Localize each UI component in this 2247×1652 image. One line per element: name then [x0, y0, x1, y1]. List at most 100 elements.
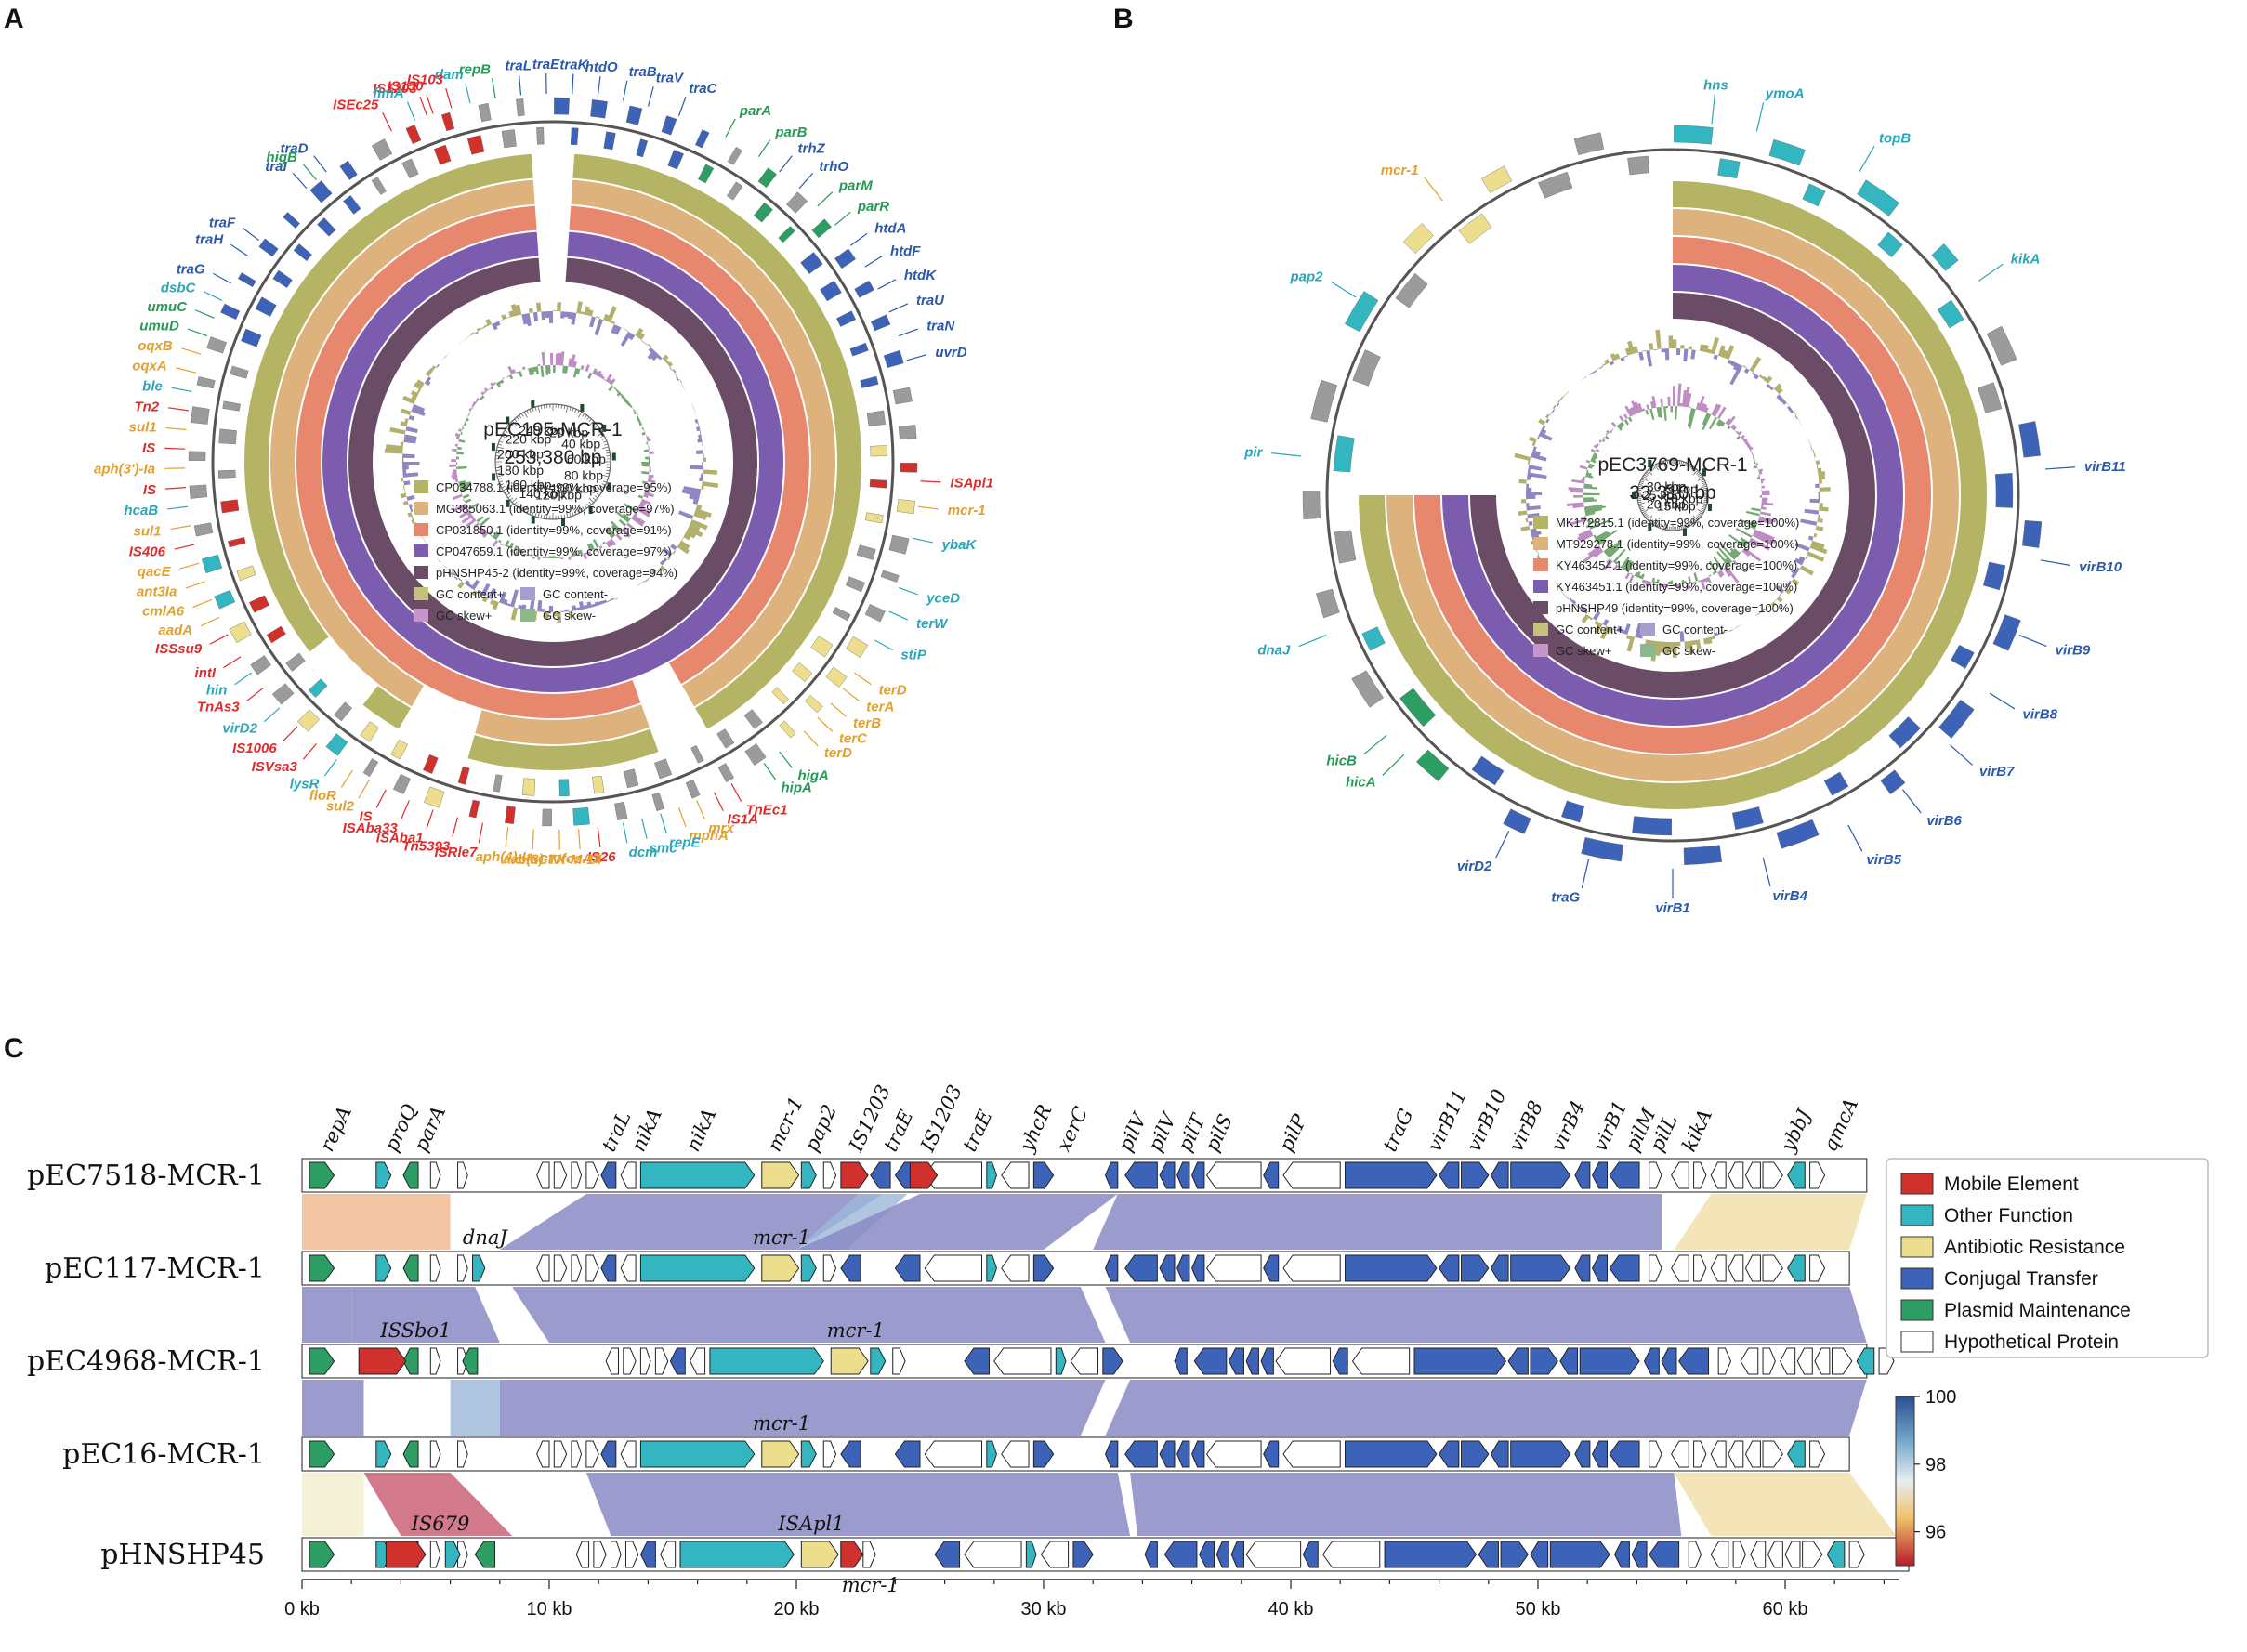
gene-label: dam	[435, 67, 464, 83]
gene-leader-line	[725, 118, 736, 138]
gene-label: ymoA	[1765, 85, 1805, 101]
gene-arrow	[1732, 1541, 1746, 1568]
gene-leader-line	[375, 789, 387, 808]
ring-gap	[553, 178, 573, 205]
gene-feature	[1395, 272, 1428, 308]
gene-arrow	[1176, 1254, 1190, 1282]
gene-label: qacE	[138, 564, 172, 580]
gene-arrow	[575, 1541, 590, 1568]
scale-tick-label: 80 kbp	[564, 467, 603, 482]
scale-tick	[1682, 461, 1685, 465]
gene-arrow	[462, 1347, 479, 1375]
gene-label: traG	[1551, 890, 1580, 906]
gene-arrow	[1787, 1254, 1806, 1282]
scale-tick	[500, 483, 505, 486]
gene-row-label: mcr-1	[827, 1319, 885, 1342]
scale-tick	[1695, 516, 1700, 519]
gene-arrow	[1413, 1347, 1507, 1375]
scale-tick	[1699, 512, 1703, 516]
gene-feature	[293, 243, 312, 262]
gene-arrow	[1025, 1541, 1037, 1568]
gene-leader-line	[192, 598, 213, 609]
ring-gap	[650, 707, 708, 753]
gene-feature	[624, 768, 639, 789]
gene-leader-line	[164, 447, 186, 450]
gene-arrow	[909, 1161, 939, 1189]
legend-label: pHNSHP49 (identity=99%, coverage=100%)	[1556, 601, 1794, 615]
scale-tick	[1701, 509, 1705, 512]
gene-feature	[900, 463, 918, 473]
gene-label: virD2	[222, 720, 257, 736]
scale-tick	[1692, 519, 1696, 523]
gene-feature	[1581, 836, 1624, 862]
scale-tick	[592, 497, 597, 501]
gene-feature	[804, 694, 823, 714]
gene-arrow	[1124, 1254, 1158, 1282]
gene-feature	[870, 314, 891, 332]
gene-feature	[271, 683, 295, 705]
gene-top-label: nikA	[681, 1105, 720, 1155]
gene-label: repB	[459, 61, 491, 77]
gene-label: virB11	[2084, 459, 2126, 475]
gene-arrow	[1500, 1541, 1529, 1568]
gc-legend-label: GC content+	[1556, 623, 1623, 636]
gene-arrow	[1574, 1440, 1591, 1468]
scale-tick	[498, 480, 503, 483]
scale-tick	[1693, 518, 1697, 522]
gene-arrow	[309, 1347, 335, 1375]
gene-arrow	[402, 1161, 419, 1189]
gene-arrow	[1762, 1161, 1783, 1189]
plasmid-title: pEC3769-MCR-1	[1597, 454, 1747, 476]
scale-tick	[560, 404, 563, 409]
homology-band	[499, 1194, 884, 1250]
gc-legend-swatch	[414, 609, 428, 622]
gene-arrow	[1438, 1254, 1460, 1282]
scale-marker	[602, 424, 607, 432]
gene-label: dcm	[629, 845, 658, 860]
gene-arrow	[709, 1347, 824, 1375]
gene-feature	[222, 400, 241, 412]
scale-tick-label: 20 kbp	[1647, 497, 1686, 512]
gene-leader-line	[426, 809, 434, 830]
gene-label: virB6	[1926, 813, 1962, 829]
gene-feature	[1561, 800, 1585, 823]
gene-arrow	[472, 1254, 486, 1282]
gene-top-label: virB8	[1505, 1097, 1547, 1155]
scale-tick	[519, 505, 522, 509]
gene-top-label: traL	[598, 1108, 636, 1155]
gene-arrow	[1490, 1254, 1509, 1282]
gene-feature	[592, 775, 605, 794]
gene-row-label: dnaJ	[463, 1226, 508, 1249]
scale-tick	[1698, 474, 1702, 478]
gene-label: hin	[206, 682, 228, 698]
scale-tick	[1647, 515, 1653, 521]
gene-arrow	[1678, 1347, 1710, 1375]
gene-label: cmlA6	[142, 603, 185, 619]
gene-feature	[1986, 325, 2017, 366]
axis-tick-label: 20 kb	[774, 1599, 820, 1619]
scale-tick	[606, 469, 611, 472]
gene-leader-line	[181, 347, 202, 355]
gene-arrow	[1245, 1541, 1302, 1568]
legend-label: Conjugal Transfer	[1944, 1268, 2098, 1290]
gene-arrow	[800, 1541, 839, 1568]
gene-arrow	[1490, 1161, 1509, 1189]
axis-tick-label: 40 kb	[1268, 1599, 1314, 1619]
gene-arrow	[669, 1347, 686, 1375]
gene-feature	[820, 280, 842, 302]
gene-feature	[1310, 379, 1338, 423]
scale-tick	[1701, 480, 1705, 483]
gene-leader-line	[1330, 281, 1357, 298]
gene-feature	[230, 365, 249, 379]
scale-tick	[601, 438, 606, 440]
scale-marker	[1632, 492, 1636, 499]
gene-label: dnaJ	[1257, 642, 1291, 658]
gene-feature	[717, 763, 735, 783]
gene-label: traK	[559, 58, 588, 73]
legend-label: Mobile Element	[1944, 1173, 2079, 1195]
scale-tick	[529, 510, 532, 515]
gene-label: Tn5393	[402, 838, 451, 854]
gene-feature	[343, 195, 361, 215]
panel-label-c: C	[4, 1033, 24, 1064]
gene-feature	[771, 687, 789, 705]
